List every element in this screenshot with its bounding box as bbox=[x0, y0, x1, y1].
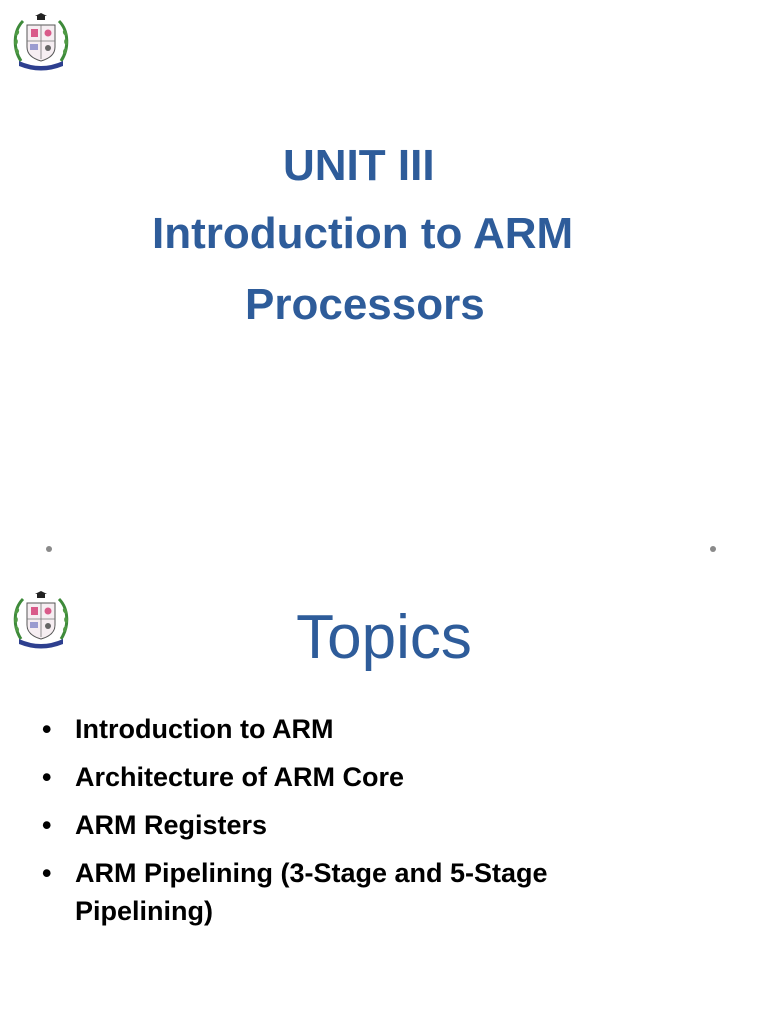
list-item: • Introduction to ARM bbox=[40, 710, 640, 748]
college-emblem-icon bbox=[9, 587, 73, 653]
college-emblem-icon bbox=[9, 9, 73, 75]
list-item: • ARM Registers bbox=[40, 806, 640, 844]
list-item-text: Introduction to ARM bbox=[75, 714, 334, 744]
title-line: Introduction to ARM bbox=[152, 209, 574, 258]
title-line: UNIT III bbox=[283, 141, 435, 190]
title-line: Processors bbox=[245, 280, 485, 329]
slide-topics: Topics • Introduction to ARM • Architect… bbox=[0, 576, 768, 1024]
slide-heading: Topics bbox=[296, 603, 472, 672]
page-marker-dot bbox=[46, 546, 52, 552]
bullet-icon: • bbox=[42, 810, 52, 840]
bullet-icon: • bbox=[42, 714, 52, 744]
list-item: • Architecture of ARM Core bbox=[40, 758, 640, 796]
topics-list: • Introduction to ARM • Architecture of … bbox=[40, 710, 640, 940]
list-item-text: Architecture of ARM Core bbox=[75, 762, 405, 792]
bullet-icon: • bbox=[42, 858, 52, 888]
list-item-text: ARM Pipelining (3-Stage and 5-Stage Pipe… bbox=[75, 858, 548, 926]
slide-unit-title: UNIT III Introduction to ARM Processors bbox=[9, 9, 574, 329]
list-item-text: ARM Registers bbox=[75, 810, 268, 840]
page-marker-dot bbox=[710, 546, 716, 552]
bullet-icon: • bbox=[42, 762, 52, 792]
list-item: • ARM Pipelining (3-Stage and 5-Stage Pi… bbox=[40, 854, 640, 930]
